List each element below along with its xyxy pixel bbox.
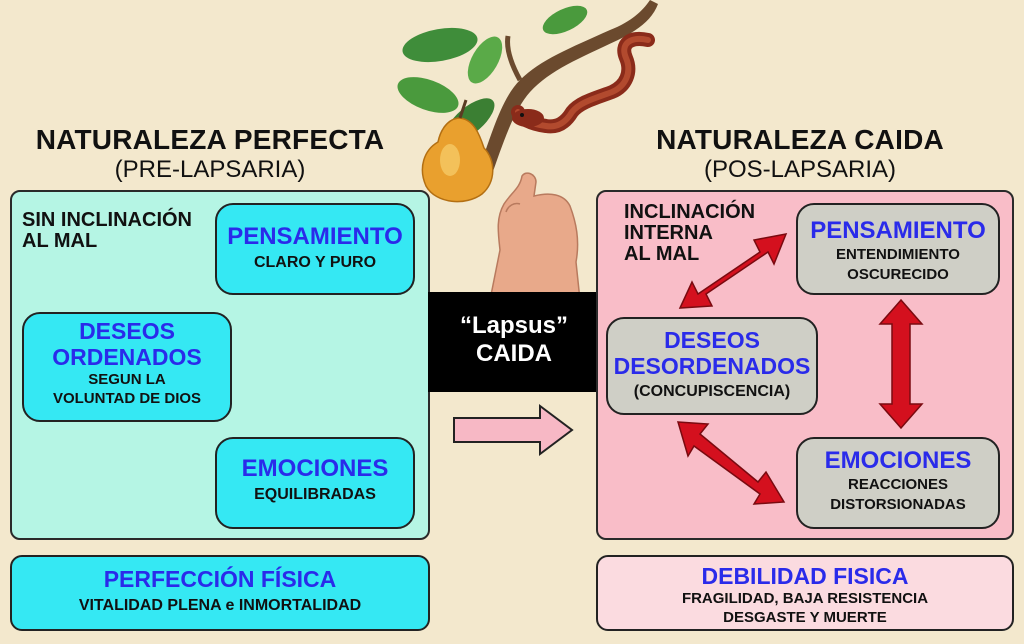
arrow-desires-thought-icon [678, 233, 788, 309]
left-emotions-box: EMOCIONES EQUILIBRADAS [215, 437, 415, 529]
left-physical-title: PERFECCIÓN FÍSICA [103, 566, 337, 592]
hand-icon [489, 172, 581, 300]
left-physical-desc: VITALIDAD PLENA e INMORTALIDAD [78, 597, 362, 614]
arrow-thought-emotions-icon [878, 298, 924, 430]
right-emotions-box: EMOCIONES REACCIONES DISTORSIONADAS [796, 437, 1000, 529]
branch-icon [475, 0, 658, 180]
right-emotions-desc: REACCIONES DISTORSIONADAS [830, 476, 966, 513]
left-thought-desc: CLARO Y PURO [253, 254, 377, 271]
tree-illustration [397, 0, 658, 300]
left-thought-box: PENSAMIENTO CLARO Y PURO [215, 203, 415, 295]
transition-arrow-icon [453, 404, 574, 456]
left-emotions-desc: EQUILIBRADAS [254, 486, 376, 503]
left-thought-title: PENSAMIENTO [227, 223, 403, 250]
right-desires-desc: (CONCUPISCENCIA) [633, 383, 791, 400]
left-physical-box: PERFECCIÓN FÍSICA VITALIDAD PLENA e INMO… [10, 555, 430, 631]
right-subtitle: (POS-LAPSARIA) [703, 156, 897, 183]
pear-icon [421, 99, 494, 203]
left-desires-box: DESEOS ORDENADOS SEGUN LA VOLUNTAD DE DI… [22, 312, 232, 422]
right-emotions-title: EMOCIONES [824, 447, 972, 474]
right-physical-box: DEBILIDAD FISICA FRAGILIDAD, BAJA RESIST… [596, 555, 1014, 631]
red-arrows [676, 233, 924, 505]
left-inclination: SIN INCLINACIÓN AL MAL [22, 209, 192, 252]
right-thought-box: PENSAMIENTO ENTENDIMIENTO OSCURECIDO [796, 203, 1000, 295]
arrow-desires-emotions-icon [676, 421, 786, 505]
right-inclination: INCLINACIÓN INTERNA AL MAL [624, 201, 756, 265]
right-desires-title: DESEOS DESORDENADOS [613, 327, 811, 379]
right-physical-desc: FRAGILIDAD, BAJA RESISTENCIA DESGASTE Y … [681, 590, 929, 626]
left-desires-title: DESEOS ORDENADOS [52, 318, 202, 370]
right-thought-desc: ENTENDIMIENTO OSCURECIDO [836, 246, 960, 283]
right-physical-title: DEBILIDAD FISICA [701, 563, 909, 589]
left-title: NATURALEZA PERFECTA [35, 124, 385, 155]
left-desires-desc: SEGUN LA VOLUNTAD DE DIOS [52, 371, 202, 407]
left-emotions-title: EMOCIONES [241, 455, 389, 482]
right-thought-title: PENSAMIENTO [810, 217, 986, 244]
left-subtitle: (PRE-LAPSARIA) [114, 156, 306, 183]
right-title: NATURALEZA CAIDA [656, 124, 944, 155]
fall-label: CAIDA [476, 340, 552, 367]
serpent-icon [511, 32, 655, 134]
right-desires-box: DESEOS DESORDENADOS (CONCUPISCENCIA) [606, 317, 818, 415]
lapsus-box: “Lapsus” CAIDA [428, 292, 600, 392]
leaf-icon [397, 5, 588, 142]
lapsus-label: “Lapsus” [459, 312, 569, 339]
